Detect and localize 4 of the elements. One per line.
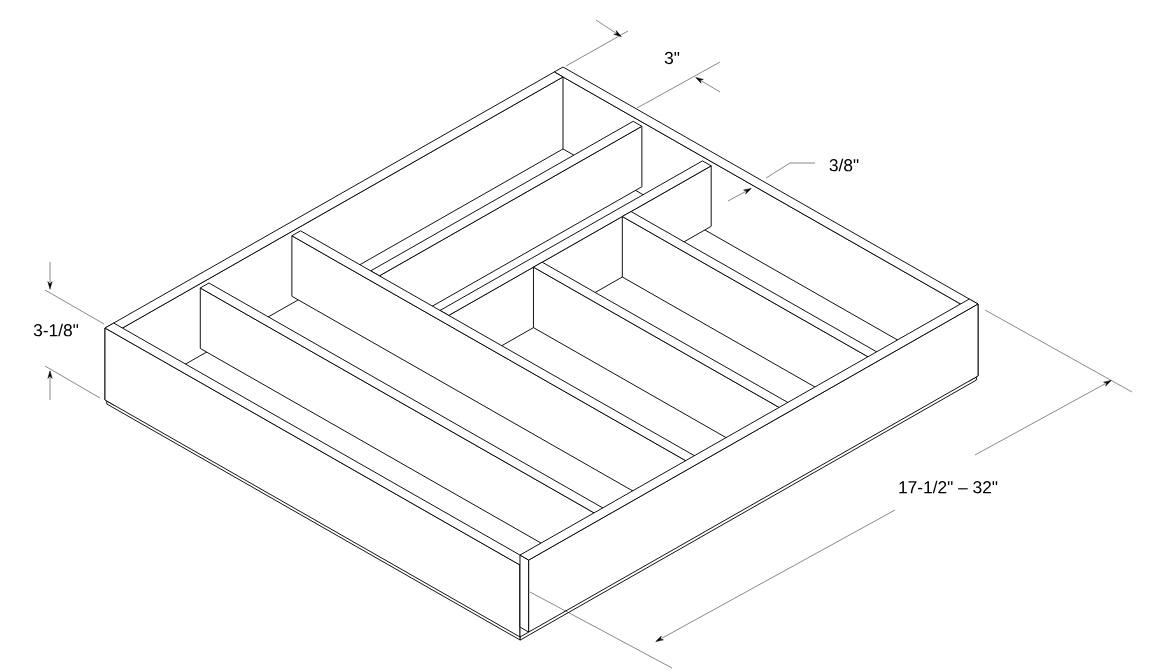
dimension-label: 17-1/2" – 32" <box>899 480 998 494</box>
dimension-label: 3/8" <box>829 158 859 172</box>
dimension-label: 3-1/8" <box>33 323 79 337</box>
dimension-label: 3" <box>664 51 680 65</box>
